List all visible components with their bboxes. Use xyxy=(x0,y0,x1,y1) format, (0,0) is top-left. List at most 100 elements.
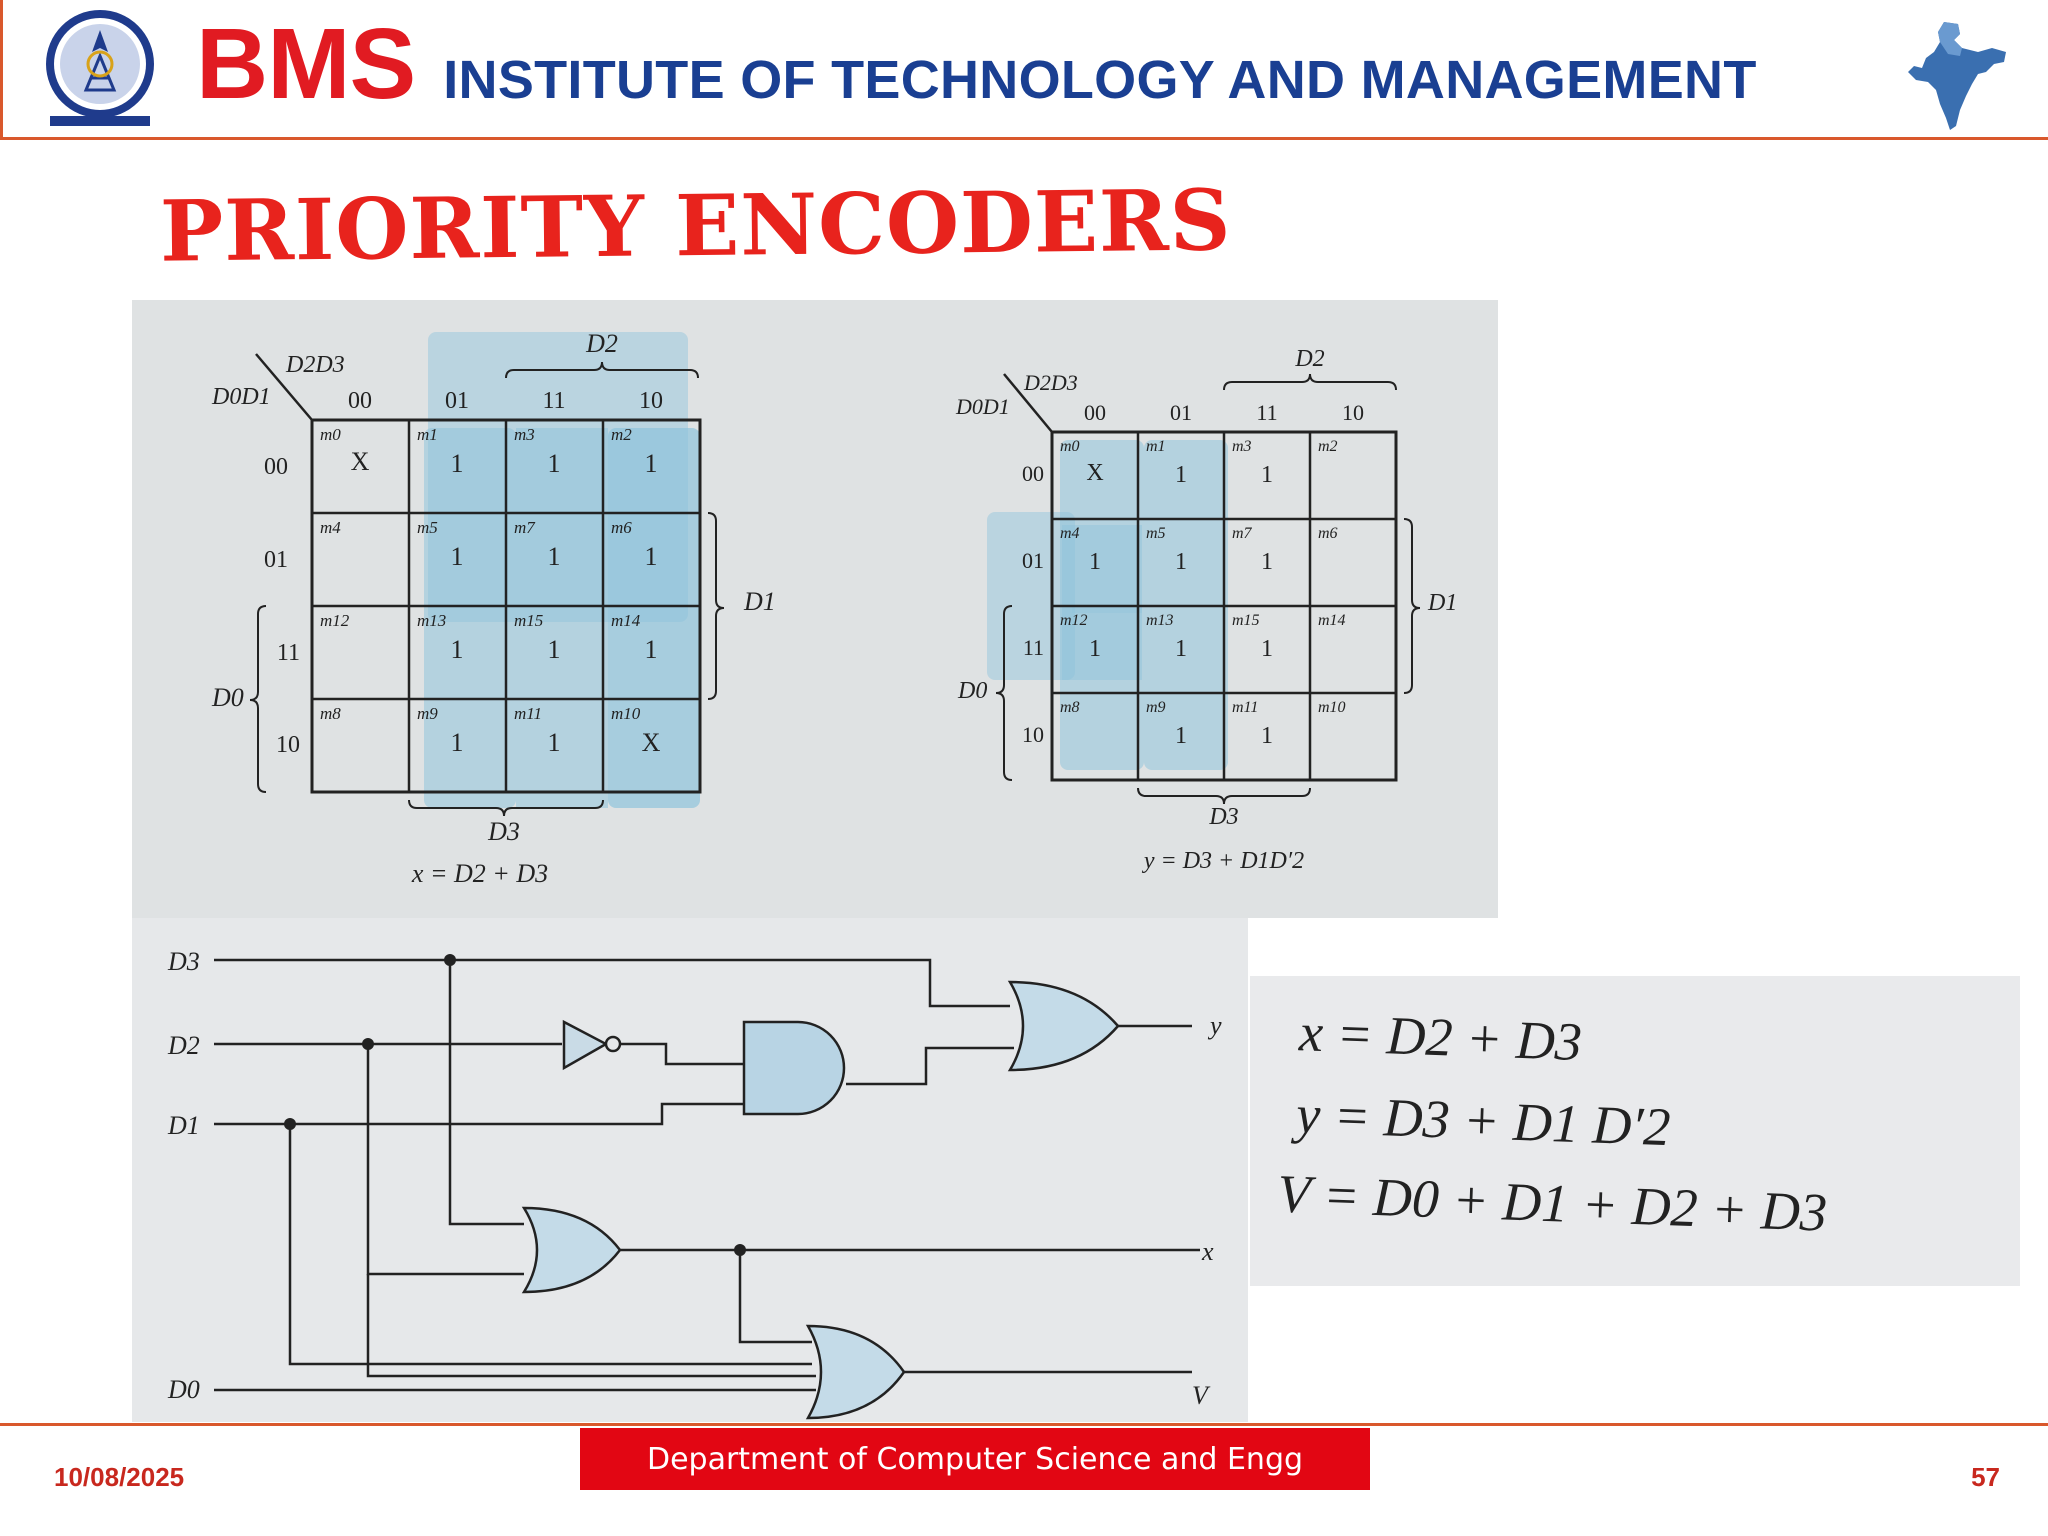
kmap-y-minterm: m3 xyxy=(1232,438,1252,455)
kmap-y-minterm: m10 xyxy=(1318,699,1346,716)
kmap-x-brace-right: D1 xyxy=(743,587,776,616)
brand-full: INSTITUTE OF TECHNOLOGY AND MANAGEMENT xyxy=(443,50,1757,110)
kmap-x-minterm: m8 xyxy=(320,704,341,723)
kmap-x-col-label: 00 xyxy=(348,388,372,414)
kmap-y-brace-top: D2 xyxy=(1294,346,1324,372)
equation-v: V = D0 + D1 + D2 + D3 xyxy=(1277,1164,1829,1243)
kmap-y-col-label: 00 xyxy=(1084,400,1106,425)
kmap-x-cell: 1 xyxy=(548,542,561,571)
kmap-y-minterm: m9 xyxy=(1146,699,1166,716)
kmap-y-brace-left: D0 xyxy=(957,678,987,704)
department-banner: Department of Computer Science and Engg xyxy=(580,1428,1370,1490)
kmap-x-minterm: m11 xyxy=(514,704,542,723)
kmap-x-cell: 1 xyxy=(645,449,658,478)
kmap-x-minterm: m1 xyxy=(417,425,438,444)
kmap-x-minterm: m0 xyxy=(320,425,341,444)
header-bottom-rule xyxy=(0,137,2048,140)
input-label-d0: D0 xyxy=(167,1375,200,1404)
kmap-y-minterm: m14 xyxy=(1318,612,1346,629)
kmap-y-minterm: m15 xyxy=(1232,612,1260,629)
kmap-x-brace-top: D2 xyxy=(585,329,618,358)
kmap-x-minterm: m6 xyxy=(611,518,632,537)
kmap-y-cell: 1 xyxy=(1175,636,1187,662)
kmap-y-cell: 1 xyxy=(1261,636,1273,662)
kmap-y-minterm: m7 xyxy=(1232,525,1253,542)
kmap-y-col-label: 10 xyxy=(1342,400,1364,425)
kmap-y-cell: X xyxy=(1086,460,1103,486)
kmap-y-minterm: m6 xyxy=(1318,525,1338,542)
kmap-y-row-var: D0D1 xyxy=(955,394,1010,419)
kmap-x-expression: x = D2 + D3 xyxy=(411,859,548,888)
input-label-d1: D1 xyxy=(167,1111,200,1140)
or-gate-x xyxy=(521,1206,622,1294)
kmap-x: D2D3 D0D1 00 01 11 10 00 01 11 10 D2 D1 … xyxy=(211,329,776,888)
kmap-x-cell: 1 xyxy=(451,728,464,757)
kmap-x-row-var: D0D1 xyxy=(211,384,271,410)
page-number: 57 xyxy=(1971,1462,2000,1492)
kmap-y-minterm: m11 xyxy=(1232,699,1258,716)
kmap-x-cell: 1 xyxy=(548,635,561,664)
input-label-d2: D2 xyxy=(167,1031,200,1060)
kmap-figure: D2D3 D0D1 00 01 11 10 00 01 11 10 D2 D1 … xyxy=(132,300,1498,918)
slide-title: PRIORITY ENCODERS xyxy=(159,170,1232,281)
india-map-icon xyxy=(1908,22,2006,130)
kmap-x-cell: 1 xyxy=(451,635,464,664)
kmap-x-minterm: m4 xyxy=(320,518,341,537)
or-gate-v xyxy=(805,1324,906,1420)
kmap-y-minterm: m5 xyxy=(1146,525,1166,542)
footer-date: 10/08/2025 xyxy=(54,1462,185,1492)
kmap-y: D2D3 D0D1 00 01 11 10 00 01 11 10 D2 D1 … xyxy=(955,346,1457,874)
header-left-rule xyxy=(0,0,3,140)
kmap-x-row-label: 11 xyxy=(277,640,300,666)
kmap-x-cell: 1 xyxy=(645,542,658,571)
or-gate-y xyxy=(1007,980,1120,1072)
kmap-y-row-label: 00 xyxy=(1022,461,1044,486)
kmap-x-row-label: 00 xyxy=(264,454,288,480)
kmap-x-brace-bottom: D3 xyxy=(487,817,520,846)
kmap-x-cell: 1 xyxy=(451,542,464,571)
kmap-x-row-label: 01 xyxy=(264,547,288,573)
kmap-x-cell: 1 xyxy=(645,635,658,664)
kmap-x-minterm: m3 xyxy=(514,425,535,444)
kmap-x-row-label: 10 xyxy=(276,732,300,758)
footer-rule xyxy=(0,1423,2048,1426)
and-gate xyxy=(742,1020,846,1116)
kmap-y-minterm: m2 xyxy=(1318,438,1338,455)
kmap-y-brace-bottom: D3 xyxy=(1208,804,1238,830)
kmap-x-minterm: m2 xyxy=(611,425,632,444)
kmap-y-col-label: 11 xyxy=(1256,400,1277,425)
kmap-x-cell: X xyxy=(351,447,370,476)
output-label-v: V xyxy=(1192,1381,1211,1410)
priority-encoder-circuit: D3 D2 D1 D0 y x V xyxy=(132,918,1248,1422)
kmap-y-cell: 1 xyxy=(1089,636,1101,662)
kmap-y-cell: 1 xyxy=(1261,723,1273,749)
kmap-x-minterm: m14 xyxy=(611,611,641,630)
kmap-y-cell: 1 xyxy=(1261,549,1273,575)
kmap-x-minterm: m12 xyxy=(320,611,350,630)
kmap-y-row-label: 10 xyxy=(1022,722,1044,747)
kmap-y-col-var: D2D3 xyxy=(1023,370,1078,395)
kmap-y-cell: 1 xyxy=(1175,723,1187,749)
kmap-x-minterm: m5 xyxy=(417,518,438,537)
kmap-y-cell: 1 xyxy=(1175,462,1187,488)
kmap-y-cell: 1 xyxy=(1089,549,1101,575)
output-label-x: x xyxy=(1201,1237,1214,1266)
kmap-x-cell: 1 xyxy=(548,728,561,757)
output-label-y: y xyxy=(1207,1011,1222,1040)
equation-y: y = D3 + D1 D′2 xyxy=(1290,1084,1671,1157)
kmap-y-minterm: m12 xyxy=(1060,612,1088,629)
institute-logo xyxy=(30,6,170,130)
kmap-y-minterm: m0 xyxy=(1060,438,1080,455)
brand-short: BMS xyxy=(196,8,416,120)
kmap-x-col-label: 10 xyxy=(639,388,663,414)
kmap-y-minterm: m4 xyxy=(1060,525,1080,542)
kmap-x-minterm: m15 xyxy=(514,611,543,630)
kmap-x-brace-left: D0 xyxy=(211,683,244,712)
kmap-y-col-label: 01 xyxy=(1170,400,1192,425)
kmap-y-brace-right: D1 xyxy=(1427,590,1457,616)
kmap-x-cell: 1 xyxy=(451,449,464,478)
kmap-y-expression: y = D3 + D1D′2 xyxy=(1142,848,1304,874)
kmap-x-minterm: m9 xyxy=(417,704,438,723)
kmap-y-minterm: m1 xyxy=(1146,438,1166,455)
kmap-x-col-label: 11 xyxy=(542,388,565,414)
